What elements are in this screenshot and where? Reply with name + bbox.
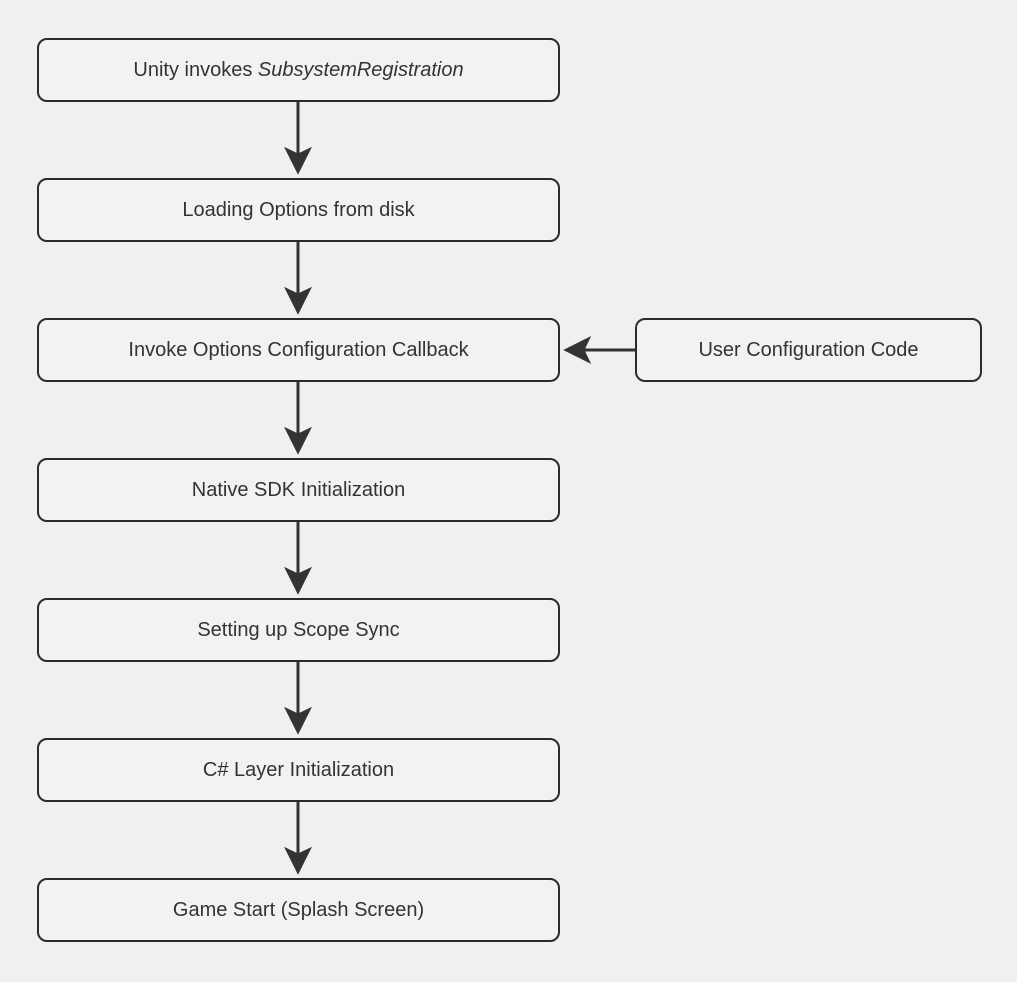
node-invoke-options-configuration-callback: Invoke Options Configuration Callback <box>37 318 560 382</box>
node-label: Loading Options from disk <box>182 199 415 221</box>
node-label: Native SDK Initialization <box>191 479 406 501</box>
node-game-start-splash-screen: Game Start (Splash Screen) <box>37 878 560 942</box>
node-label: User Configuration Code <box>698 339 919 361</box>
node-label-italic: SubsystemRegistration <box>257 59 464 81</box>
node-unity-invokes-subsystemregistration: Unity invokes SubsystemRegistration <box>37 38 560 102</box>
node-loading-options-from-disk: Loading Options from disk <box>37 178 560 242</box>
node-label: C# Layer Initialization <box>202 759 395 781</box>
node-native-sdk-initialization: Native SDK Initialization <box>37 458 560 522</box>
node-label: Setting up Scope Sync <box>197 619 400 641</box>
node-user-configuration-code: User Configuration Code <box>635 318 982 382</box>
node-setting-up-scope-sync: Setting up Scope Sync <box>37 598 560 662</box>
node-label: Game Start (Splash Screen) <box>172 899 425 921</box>
node-csharp-layer-initialization: C# Layer Initialization <box>37 738 560 802</box>
node-label: Invoke Options Configuration Callback <box>128 339 469 361</box>
node-label: Unity invokes SubsystemRegistration <box>133 59 464 81</box>
